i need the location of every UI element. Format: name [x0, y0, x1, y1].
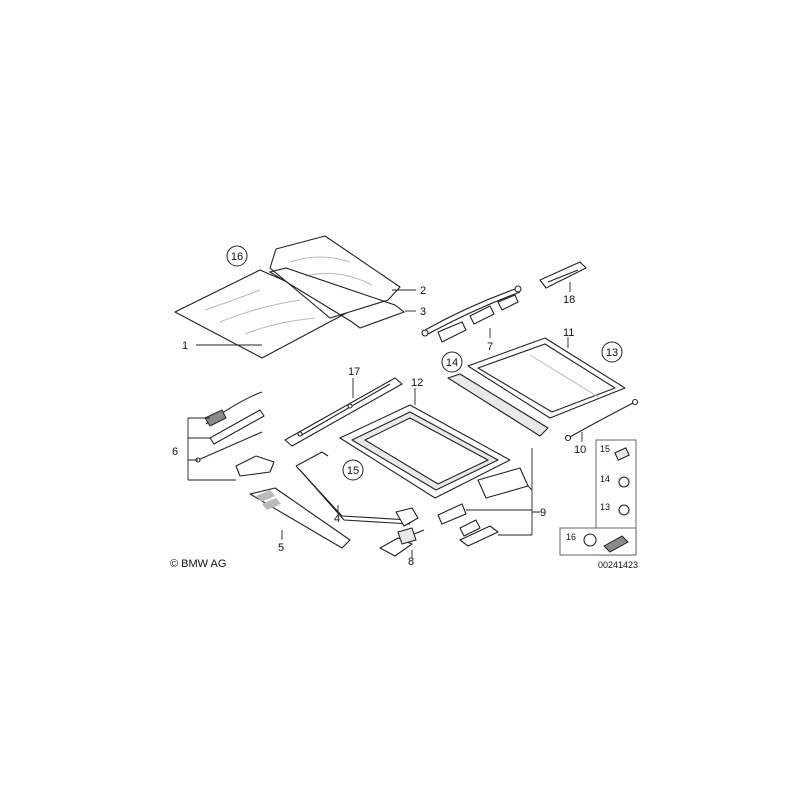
part-9-mechanism: [437, 467, 529, 547]
label-3: 3: [420, 306, 426, 318]
part-14-strip: [447, 373, 549, 437]
copyright: © BMW AG: [170, 558, 226, 570]
badge-13: 13: [601, 341, 623, 363]
part-8-motor: [379, 527, 425, 557]
badge-16-upper: 16: [226, 245, 248, 267]
badge-14: 14: [441, 351, 463, 373]
label-11: 11: [563, 327, 574, 339]
label-10: 10: [574, 444, 586, 456]
label-5: 5: [278, 542, 284, 554]
label-6: 6: [172, 446, 178, 458]
part-4-drain-frame: [295, 451, 419, 527]
legend-15: 15: [600, 444, 610, 454]
part-3-seal: [268, 267, 406, 329]
badge-15: 15: [342, 459, 364, 481]
label-1: 1: [182, 340, 188, 352]
part-6-rails: [195, 391, 275, 477]
label-17: 17: [348, 366, 360, 378]
label-2: 2: [420, 285, 426, 297]
label-9: 9: [540, 507, 546, 519]
part-11-sunshade-frame: [467, 337, 626, 419]
label-7: 7: [487, 341, 493, 353]
part-12-frame: [339, 404, 511, 499]
label-8: 8: [408, 556, 414, 568]
part-10-cable: [567, 401, 636, 439]
label-12: 12: [411, 377, 423, 389]
svg-text:15: 15: [347, 465, 359, 477]
label-18: 18: [563, 294, 575, 306]
part-7-rail-mechanism: [421, 285, 522, 343]
legend-14: 14: [600, 474, 610, 484]
part-2-glass-panel: [269, 235, 401, 319]
part-17-rail: [284, 377, 403, 447]
legend-13: 13: [600, 502, 610, 512]
part-18-bracket: [539, 261, 587, 289]
part-5-plate: [249, 487, 351, 549]
drawing-number: 00241423: [598, 560, 638, 570]
legend-16: 16: [566, 532, 576, 542]
fastener-legend: 15 14 13 16: [559, 439, 637, 556]
svg-text:14: 14: [446, 357, 458, 369]
svg-text:13: 13: [606, 347, 618, 359]
label-16-upper: 16: [231, 251, 243, 263]
label-4: 4: [334, 513, 340, 525]
